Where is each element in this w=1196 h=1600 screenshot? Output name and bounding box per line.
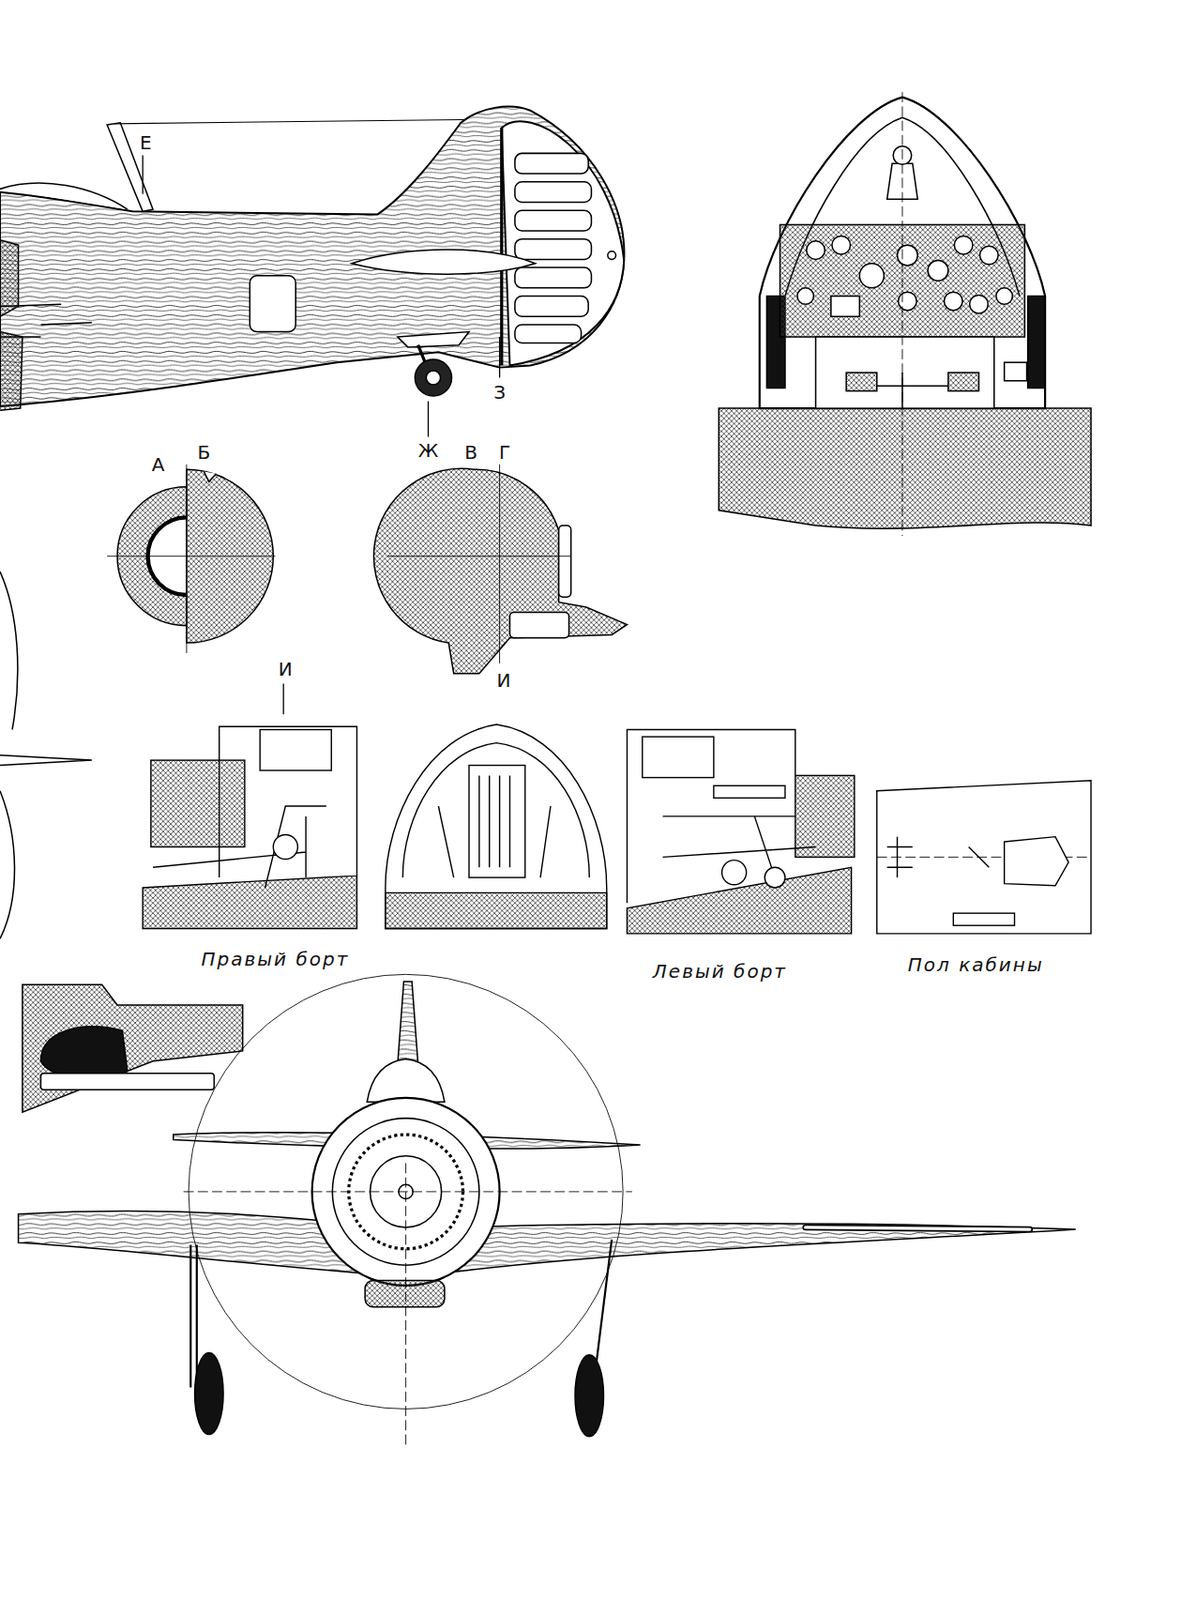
view-caption: Правый борт xyxy=(201,948,350,969)
callout-letter: И xyxy=(496,669,511,691)
callout-letter: Б xyxy=(197,441,212,463)
callout-letter: Г xyxy=(499,441,511,463)
cross-sections xyxy=(106,464,627,674)
callout-letter: А xyxy=(151,454,166,475)
detail-inset xyxy=(22,984,243,1112)
view-caption: Левый борт xyxy=(652,960,788,982)
callout-letter: И xyxy=(278,658,293,680)
cockpit-front xyxy=(718,91,1091,536)
front-view xyxy=(18,973,1076,1448)
callout-letter: З xyxy=(493,381,506,403)
callout-letter: Ж xyxy=(418,439,440,461)
callout-letter: В xyxy=(464,441,478,463)
cockpit-sides xyxy=(142,724,1091,934)
callout-letter: Е xyxy=(139,132,152,153)
view-caption: Пол кабины xyxy=(908,953,1045,975)
